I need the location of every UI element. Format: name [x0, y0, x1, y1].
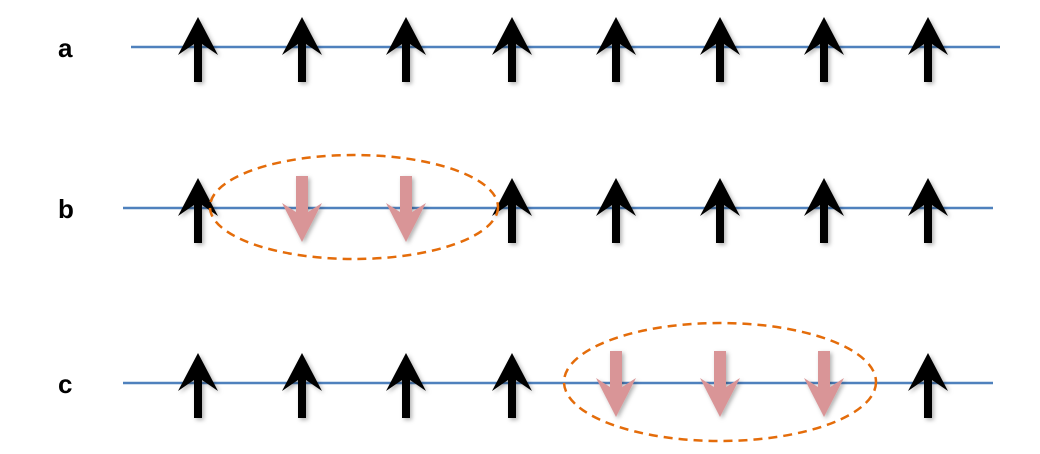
spin-up-arrow-icon — [596, 17, 636, 82]
spin-down-arrow-icon — [282, 176, 322, 242]
row-a: a — [58, 17, 1000, 82]
spin-up-arrow-icon — [596, 178, 636, 243]
spin-down-arrow-icon — [804, 351, 844, 417]
spin-up-arrow-icon — [700, 178, 740, 243]
row-label: b — [58, 194, 74, 224]
spin-up-arrow-icon — [178, 17, 218, 82]
flipped-domain-ellipse — [208, 153, 500, 261]
row-b: b — [58, 153, 993, 261]
spin-up-arrow-icon — [282, 353, 322, 418]
spin-up-arrow-icon — [804, 178, 844, 243]
spin-up-arrow-icon — [492, 178, 532, 243]
row-label: a — [58, 33, 73, 63]
flipped-domain-ellipse — [562, 321, 878, 443]
spin-up-arrow-icon — [492, 353, 532, 418]
spin-up-arrow-icon — [386, 17, 426, 82]
row-label: c — [58, 369, 72, 399]
spin-up-arrow-icon — [908, 353, 948, 418]
spin-up-arrow-icon — [908, 178, 948, 243]
spin-up-arrow-icon — [386, 353, 426, 418]
spin-up-arrow-icon — [178, 353, 218, 418]
spin-up-arrow-icon — [282, 17, 322, 82]
spin-down-arrow-icon — [596, 351, 636, 417]
spin-up-arrow-icon — [492, 17, 532, 82]
spin-down-arrow-icon — [386, 176, 426, 242]
spin-up-arrow-icon — [908, 17, 948, 82]
spin-up-arrow-icon — [178, 178, 218, 243]
row-c: c — [58, 321, 993, 443]
spin-down-arrow-icon — [700, 351, 740, 417]
spin-up-arrow-icon — [804, 17, 844, 82]
spin-up-arrow-icon — [700, 17, 740, 82]
